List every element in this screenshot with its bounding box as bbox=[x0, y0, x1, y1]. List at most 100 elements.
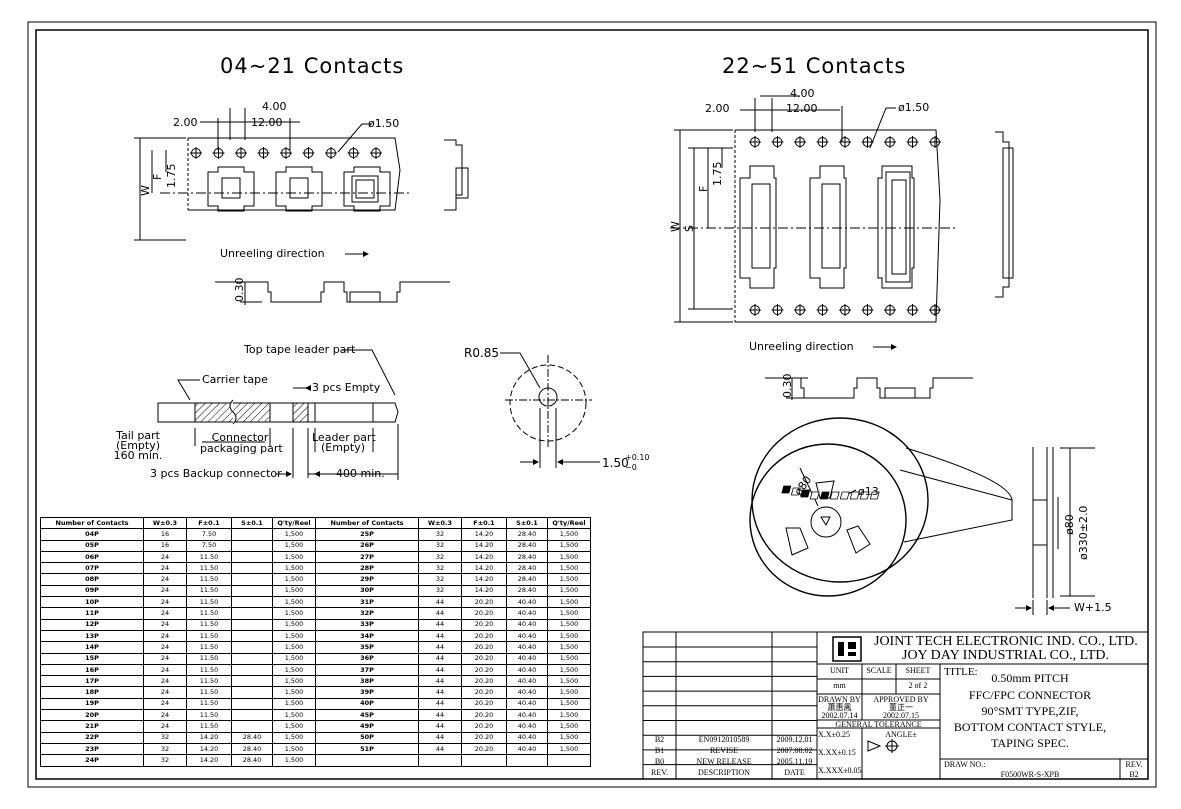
spec-cell bbox=[547, 754, 591, 767]
spec-cell: 1,500 bbox=[272, 663, 316, 677]
spec-cell: 16 bbox=[143, 528, 187, 541]
tolerance-3: X.XXX±0.05 bbox=[818, 766, 862, 775]
reel-tape-pocket bbox=[859, 491, 870, 500]
backup-label: 3 pcs Backup connector bbox=[150, 467, 282, 480]
revision-rev: B2 bbox=[654, 735, 665, 744]
spec-cell: 28.40 bbox=[506, 584, 548, 598]
right-dim-pitch: 4.00 bbox=[790, 87, 815, 100]
left-dim-f: F bbox=[151, 173, 164, 180]
right-dim-s: S bbox=[683, 225, 696, 232]
revision-date: 2005.11.19 bbox=[776, 757, 813, 766]
spec-cell: 24 bbox=[143, 652, 187, 665]
spec-cell: 34P bbox=[315, 629, 419, 643]
spec-cell: 37P bbox=[315, 663, 419, 677]
sheet-value: 2 of 2 bbox=[908, 681, 928, 690]
reel-tape-pockets bbox=[781, 485, 880, 500]
spec-cell: 44 bbox=[418, 629, 462, 643]
spec-cell: 1,500 bbox=[547, 652, 591, 665]
drawn-by-date: 2002.07.14 bbox=[821, 711, 858, 720]
spec-cell: 24 bbox=[143, 675, 187, 688]
spec-cell: 44 bbox=[418, 697, 462, 711]
spec-cell: 20.20 bbox=[461, 629, 507, 643]
spec-cell: 44 bbox=[418, 731, 462, 744]
spec-cell: 1,500 bbox=[547, 528, 591, 541]
spec-cell: 20.20 bbox=[461, 607, 507, 620]
hole-dia-label: 1.50 bbox=[602, 456, 629, 470]
left-sprocket-holes bbox=[190, 147, 382, 159]
spec-cell: 28.40 bbox=[506, 539, 548, 552]
spec-cell bbox=[231, 629, 273, 643]
spec-cell: 1,500 bbox=[547, 596, 591, 609]
left-tape-top-view bbox=[134, 108, 469, 305]
spec-cell: 11.50 bbox=[186, 607, 232, 620]
spec-cell: 17P bbox=[40, 675, 144, 688]
spec-cell: 36P bbox=[315, 652, 419, 665]
spec-cell: 1,500 bbox=[547, 697, 591, 711]
spec-cell: 40.40 bbox=[506, 652, 548, 665]
spec-cell: 44 bbox=[418, 720, 462, 733]
spec-cell: 24 bbox=[143, 607, 187, 620]
spec-cell: 44 bbox=[418, 596, 462, 609]
spec-cell: 26P bbox=[315, 539, 419, 552]
spec-cell: 28.40 bbox=[231, 754, 273, 767]
spec-header-cell: S±0.1 bbox=[231, 516, 273, 530]
left-dim-pitch: 4.00 bbox=[262, 100, 287, 113]
spec-cell: 1,500 bbox=[547, 629, 591, 643]
rev-value: B2 bbox=[1129, 770, 1139, 779]
reel-width-label: W+1.5 bbox=[1074, 601, 1112, 614]
spec-cell: 1,500 bbox=[272, 686, 316, 699]
spec-cell: 1,500 bbox=[272, 562, 316, 575]
left-view-title: 04~21 Contacts bbox=[220, 54, 405, 78]
spec-cell: 44 bbox=[418, 618, 462, 631]
carrier-tape-label: Carrier tape bbox=[202, 373, 268, 386]
spec-cell: 11.50 bbox=[186, 663, 232, 677]
spec-cell: 32 bbox=[143, 742, 187, 756]
spec-cell bbox=[231, 709, 273, 722]
spec-cell: 29P bbox=[315, 573, 419, 586]
spec-cell: 20.20 bbox=[461, 596, 507, 609]
reel-tape-pocket bbox=[800, 489, 811, 498]
spec-cell: 44 bbox=[418, 607, 462, 620]
spec-cell bbox=[418, 754, 462, 767]
spec-cell: 40.40 bbox=[506, 596, 548, 609]
right-unreel-label: Unreeling direction bbox=[749, 340, 854, 353]
spec-cell: 27P bbox=[315, 550, 419, 564]
spec-cell: 1,500 bbox=[272, 607, 316, 620]
spec-cell: 24 bbox=[143, 562, 187, 575]
reel-tape-pocket bbox=[849, 491, 860, 500]
title-block-frame bbox=[642, 631, 1149, 780]
title-label: TITLE: bbox=[944, 666, 978, 678]
spec-cell: 1,500 bbox=[547, 641, 591, 654]
spec-cell: 20.20 bbox=[461, 742, 507, 756]
spec-cell: 20.20 bbox=[461, 618, 507, 631]
tolerance-1: X.X±0.25 bbox=[818, 730, 850, 739]
spec-cell: 20.20 bbox=[461, 720, 507, 733]
spec-cell: 40.40 bbox=[506, 697, 548, 711]
spec-header-cell: Number of Contacts bbox=[315, 516, 419, 530]
spec-cell: 40.40 bbox=[506, 607, 548, 620]
spec-cell: 11.50 bbox=[186, 709, 232, 722]
spec-cell: 24 bbox=[143, 720, 187, 733]
spec-cell: 11.50 bbox=[186, 629, 232, 643]
right-dim-hole: ø1.50 bbox=[898, 101, 930, 114]
spec-cell: 40.40 bbox=[506, 629, 548, 643]
spec-cell: 40.40 bbox=[506, 720, 548, 733]
spec-cell: 28.40 bbox=[506, 550, 548, 564]
spec-cell: 1,500 bbox=[272, 742, 316, 756]
spec-cell: 51P bbox=[315, 742, 419, 756]
spec-cell: 28P bbox=[315, 562, 419, 575]
revision-date: 2009.12.01 bbox=[776, 735, 813, 744]
reel-tape-pocket bbox=[829, 491, 840, 500]
drawn-by-label: DRAWN BY bbox=[818, 695, 861, 704]
spec-cell: 14.20 bbox=[186, 731, 232, 744]
connector-label-2: packaging part bbox=[200, 442, 283, 455]
spec-cell: 1,500 bbox=[272, 641, 316, 654]
spec-header-cell: Number of Contacts bbox=[40, 516, 144, 530]
revision-rev: REV. bbox=[651, 768, 668, 777]
spec-cell: 28.40 bbox=[506, 573, 548, 586]
spec-cell: 44 bbox=[418, 641, 462, 654]
